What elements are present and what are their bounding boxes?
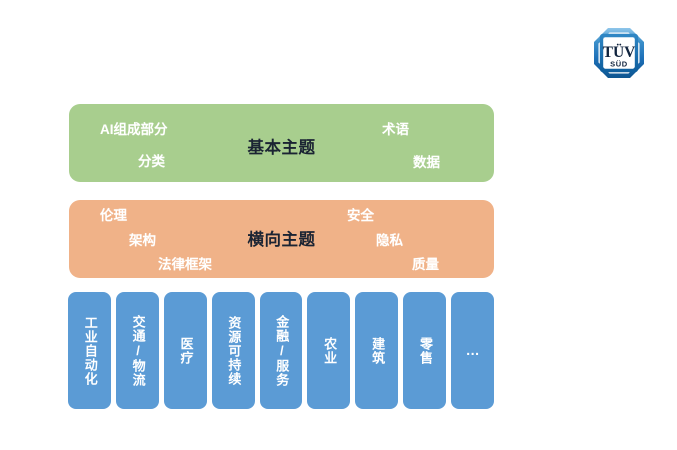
sector-card[interactable]: 医疗 [163, 292, 207, 409]
sector-card[interactable]: 工业自动化 [68, 292, 111, 409]
sector-card[interactable]: 交通/物流 [115, 292, 159, 409]
sector-card-label: 工业自动化 [82, 315, 98, 386]
sector-card[interactable]: 金融/服务 [259, 292, 303, 409]
tag-safety: 安全 [347, 208, 374, 223]
sector-card-label: 零售 [417, 336, 433, 365]
tag-terminology: 术语 [382, 122, 409, 137]
sector-card[interactable]: 农业 [307, 292, 351, 409]
band-horizontal-topics: 横向主题 伦理 架构 法律框架 安全 隐私 质量 [69, 200, 494, 278]
sector-card[interactable]: … [451, 292, 495, 409]
sector-card[interactable]: 建筑 [355, 292, 399, 409]
tag-architecture: 架构 [129, 233, 156, 248]
sector-card-label: 资源可持续 [226, 315, 242, 386]
sector-card[interactable]: 零售 [403, 292, 447, 409]
sector-card-label: 交通/物流 [130, 314, 146, 387]
tag-ethics: 伦理 [100, 208, 127, 223]
sector-card[interactable]: 资源可持续 [211, 292, 255, 409]
sector-card-label: 农业 [322, 336, 338, 365]
sector-card-list: 工业自动化 交通/物流 医疗 资源可持续 金融/服务 农业 建筑 零售 … [68, 292, 495, 409]
sector-card-label: … [465, 341, 480, 358]
tag-legal-framework: 法律框架 [158, 257, 212, 272]
tag-ai-components: AI组成部分 [100, 122, 168, 137]
band-basic-topics: 基本主题 AI组成部分 分类 术语 数据 [69, 104, 494, 182]
band-horizontal-topics-title: 横向主题 [247, 231, 316, 249]
tuv-sud-logo-svg: TÜV SÜD [594, 28, 644, 78]
sector-card-label: 医疗 [178, 336, 194, 365]
sector-card-label: 建筑 [370, 336, 386, 365]
sector-card-label: 金融/服务 [274, 314, 290, 387]
logo-square-frame [599, 33, 639, 73]
band-basic-topics-title: 基本主题 [247, 139, 316, 157]
tag-classification: 分类 [138, 154, 165, 169]
tuv-sud-logo: TÜV SÜD [592, 26, 646, 80]
tag-privacy: 隐私 [376, 233, 403, 248]
logo-inner-field [604, 38, 634, 68]
tag-quality: 质量 [412, 257, 439, 272]
logo-sud-text: SÜD [610, 60, 628, 69]
tag-data: 数据 [413, 155, 440, 170]
logo-tuv-text: TÜV [603, 44, 637, 61]
